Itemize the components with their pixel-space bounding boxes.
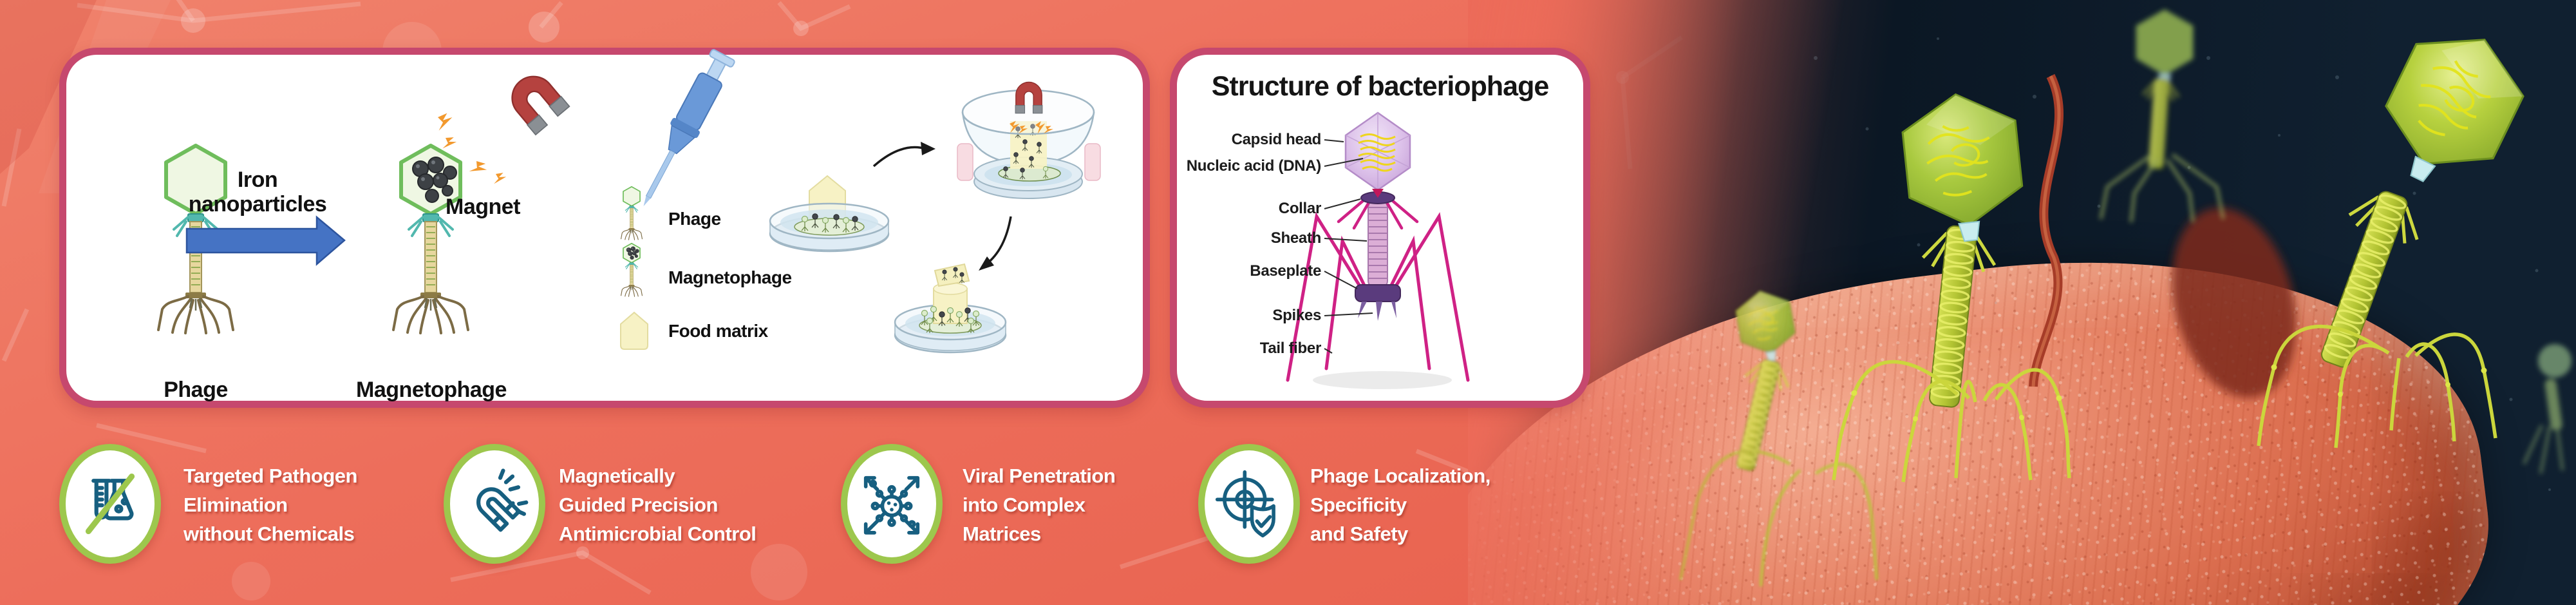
feature-line: Matrices — [963, 523, 1041, 545]
feature-line: Phage Localization, — [1310, 465, 1490, 487]
feature-line: without Chemicals — [183, 523, 355, 545]
feature-text-penetration: Viral Penetration into Complex Matrices — [963, 461, 1116, 548]
feature-circle-penetration — [841, 444, 943, 564]
phage-label: Phage — [164, 378, 228, 402]
process-diagram — [59, 49, 1101, 354]
baseplate — [1355, 284, 1401, 321]
feature-line: Elimination — [183, 494, 288, 516]
label-spikes: Spikes — [1272, 307, 1321, 324]
structure-diagram — [1286, 111, 1470, 389]
no-chemicals-icon — [85, 473, 135, 535]
transform-arrow — [185, 215, 346, 266]
feature-line: Magnetically — [559, 465, 675, 487]
arrow-to-clean-dish — [979, 216, 1012, 271]
label-tail-fiber: Tail fiber — [1259, 340, 1322, 357]
pink-support-left — [957, 143, 973, 181]
capsid-head — [1344, 111, 1411, 198]
structure-title: Structure of bacteriophage — [1211, 71, 1550, 102]
tail-fibers — [1286, 212, 1470, 382]
photo-coral-blend — [1468, 0, 2576, 605]
magnetophage-process-panel: Phage Iron nanoparticles Magnetophage Ma… — [59, 48, 1150, 408]
label-baseplate: Baseplate — [1250, 262, 1321, 280]
legend-phage-label: Phage — [668, 209, 721, 229]
label-collar: Collar — [1278, 200, 1322, 217]
arrow-to-magnet-dish — [872, 142, 935, 168]
pink-support-right — [1084, 143, 1101, 181]
feature-text-magnetic: Magnetically Guided Precision Antimicrob… — [559, 461, 757, 548]
feature-line: Antimicrobial Control — [559, 523, 757, 545]
legend-food-matrix-label: Food matrix — [668, 321, 768, 341]
feature-line: Targeted Pathogen — [183, 465, 357, 487]
label-nucleic-acid: Nucleic acid (DNA) — [1186, 157, 1322, 175]
feature-line: Viral Penetration — [963, 465, 1116, 487]
magnetophage-label: Magnetophage — [356, 378, 507, 402]
legend-icons — [620, 186, 648, 350]
clean-food-dish — [894, 263, 1007, 354]
magnet-separation-dish — [957, 81, 1101, 199]
removed-piece — [934, 263, 970, 287]
sheath-ribs — [1369, 207, 1387, 279]
phage-shadow — [1313, 371, 1452, 389]
label-sheath: Sheath — [1270, 229, 1322, 247]
feature-line: Specificity — [1310, 494, 1407, 516]
feature-circle-magnetic — [444, 444, 545, 564]
viral-penetration-icon — [863, 475, 920, 535]
target-shield-icon — [1215, 470, 1275, 538]
feature-text-no-chemicals: Targeted Pathogen Elimination without Ch… — [183, 461, 357, 548]
label-capsid-head: Capsid head — [1231, 131, 1322, 148]
food-matrix-legend-icon — [620, 311, 648, 350]
pipette — [643, 49, 735, 206]
legend-magnetophage-label: Magnetophage — [668, 267, 792, 287]
feature-circle-no-chemicals — [59, 444, 161, 564]
feature-line: into Complex — [963, 494, 1086, 516]
magnet-label: Magnet — [446, 195, 521, 219]
feature-circle-localization — [1198, 444, 1300, 564]
magnet-icon — [476, 468, 529, 532]
magnetophage-illustration — [393, 146, 468, 333]
nucleic-acid-dna — [1358, 133, 1396, 172]
feature-text-localization: Phage Localization, Specificity and Safe… — [1310, 461, 1490, 548]
structure-panel: Structure of bacteriophage — [1170, 48, 1590, 408]
iron-nanoparticles-label: Iron nanoparticles — [188, 168, 327, 216]
feature-line: Guided Precision — [559, 494, 718, 516]
bacteriophage-3d-photo — [1468, 0, 2576, 605]
petri-dish-food-matrix — [769, 175, 890, 253]
feature-line: and Safety — [1310, 523, 1408, 545]
leader-lines — [1324, 139, 1373, 354]
